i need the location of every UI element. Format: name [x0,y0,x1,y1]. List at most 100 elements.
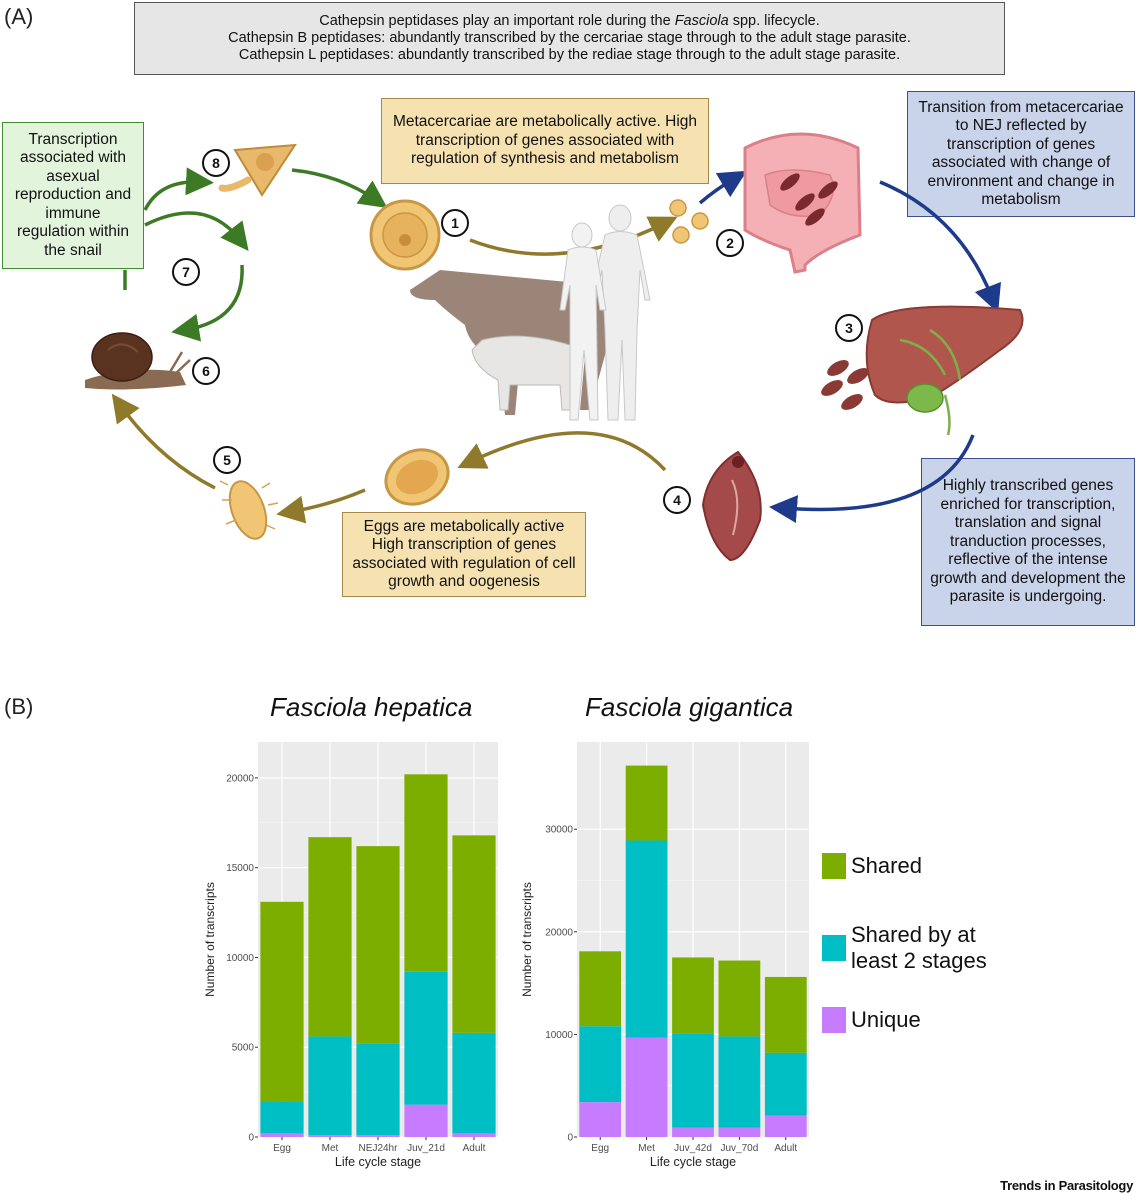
egg-illustration [384,448,450,506]
x-tick-label: Adult [463,1143,486,1154]
stage-number-3: 3 [835,314,863,342]
x-axis-label: Life cycle stage [335,1155,421,1169]
bar-segment-unique [625,1037,668,1137]
bar-segment-shared [356,846,400,1044]
chart-legend: Shared Shared by at least 2 stages Uniqu… [822,848,1122,1038]
header-line-1b: spp. lifecycle. [728,13,820,29]
bar-segment-shared-by-at-least-2-stages [308,1036,352,1136]
bar-segment-shared [764,976,807,1053]
header-line-1-italic: Fasciola [674,13,729,29]
y-tick-label: 0 [248,1133,254,1144]
legend-label-shared: Shared [851,853,922,878]
bar-segment-shared-by-at-least-2-stages [764,1052,807,1116]
y-tick-label: 10000 [545,1030,573,1041]
eggs-box: Eggs are metabolically active High trans… [342,512,586,597]
arrow-to-intestine [698,170,748,205]
bar-segment-unique [308,1135,352,1137]
legend-swatch-unique [822,1007,846,1033]
bar-segment-shared [260,901,304,1102]
nej-transition-box: Transition from metacercariae to NEJ ref… [907,91,1135,217]
arrow-to-metacercaria [291,168,388,208]
arrow-to-stage-8 [143,167,214,211]
human-illustration [559,204,651,421]
bar-segment-unique [718,1127,761,1137]
liver-illustration [821,305,1024,436]
y-tick-label: 20000 [226,773,254,784]
journal-footer: Trends in Parasitology [1000,1178,1133,1193]
bar-segment-unique [764,1115,807,1137]
snail-transcription-box: Transcription associated with asexual re… [2,122,144,269]
adult-transcription-box: Highly transcribed genes enriched for tr… [921,458,1135,626]
chart-title-gigantica: Fasciola gigantica [585,692,794,722]
x-tick-label: Met [322,1143,339,1154]
x-tick-label: Egg [273,1143,291,1154]
intestine-illustration [743,132,862,274]
bar-segment-shared [404,774,448,972]
y-tick-label: 10000 [226,953,254,964]
header-box: Cathepsin peptidases play an important r… [134,2,1005,75]
arrow-to-adult [769,434,975,524]
legend-swatch-shared-2-stages [822,935,846,961]
adult-fluke-illustration [701,450,762,562]
panel-a-label: (A) [4,4,34,29]
x-tick-label: Juv_21d [407,1143,445,1154]
x-tick-label: Met [638,1143,655,1154]
x-axis-label: Life cycle stage [650,1155,736,1169]
panel-b-label: (B) [4,694,34,719]
bar-segment-unique [356,1135,400,1137]
x-tick-label: Adult [774,1143,797,1154]
arrow-to-stage-6 [171,264,244,342]
bar-segment-shared [672,957,714,1034]
stage-number-4: 4 [663,486,691,514]
y-axis-label: Number of transcripts [203,882,217,997]
snail-illustration [85,332,191,390]
bar-segment-unique [579,1102,622,1137]
y-tick-label: 30000 [545,825,573,836]
arrow-to-stage-7 [144,211,249,252]
x-tick-label: Juv_42d [674,1143,712,1154]
stage-number-6: 6 [192,357,220,385]
stage-number-5: 5 [213,446,241,474]
legend-label-shared-2-stages: Shared by at least 2 stages [851,922,987,973]
stage-number-2: 2 [716,229,744,257]
legend-item-unique: Unique [822,1002,1122,1038]
bar-segment-unique [672,1127,714,1137]
cercaria-illustration [218,143,297,197]
arrow-to-egg [457,431,667,472]
x-tick-label: NEJ24hr [359,1143,399,1154]
y-axis-label: Number of transcripts [520,882,534,997]
bar-segment-shared-by-at-least-2-stages [579,1026,622,1103]
stage-number-1: 1 [441,209,469,237]
bar-segment-shared [452,835,496,1033]
bar-segment-shared-by-at-least-2-stages [404,971,448,1105]
stage-number-8: 8 [202,149,230,177]
y-tick-label: 0 [567,1133,573,1144]
bar-segment-unique [452,1133,496,1137]
header-line-3: Cathepsin L peptidases: abundantly trans… [238,47,901,63]
bar-segment-shared [579,951,622,1027]
bar-segment-unique [260,1133,304,1137]
header-line-2: Cathepsin B peptidases: abundantly trans… [228,30,911,46]
miracidium-illustration [219,480,279,540]
arrow-to-snail [111,393,216,490]
y-tick-label: 20000 [545,927,573,938]
header-line-1a: Cathepsin peptidases play an important r… [319,13,675,29]
metacercariae-box: Metacercariae are metabolically active. … [381,98,709,184]
legend-item-shared: Shared [822,848,1122,884]
bar-segment-shared [308,837,352,1037]
bar-segment-shared [625,765,668,841]
lifecycle-diagram [85,132,1024,562]
stage-number-7: 7 [172,258,200,286]
legend-swatch-shared [822,853,846,879]
bar-segment-shared-by-at-least-2-stages [260,1101,304,1134]
bar-segment-shared-by-at-least-2-stages [718,1036,761,1128]
y-tick-label: 5000 [232,1043,255,1054]
chart-title-hepatica: Fasciola hepatica [270,692,473,722]
bar-segment-shared [718,960,761,1037]
legend-label-unique: Unique [851,1007,921,1032]
y-tick-label: 15000 [226,863,254,874]
bar-segment-unique [404,1104,448,1137]
